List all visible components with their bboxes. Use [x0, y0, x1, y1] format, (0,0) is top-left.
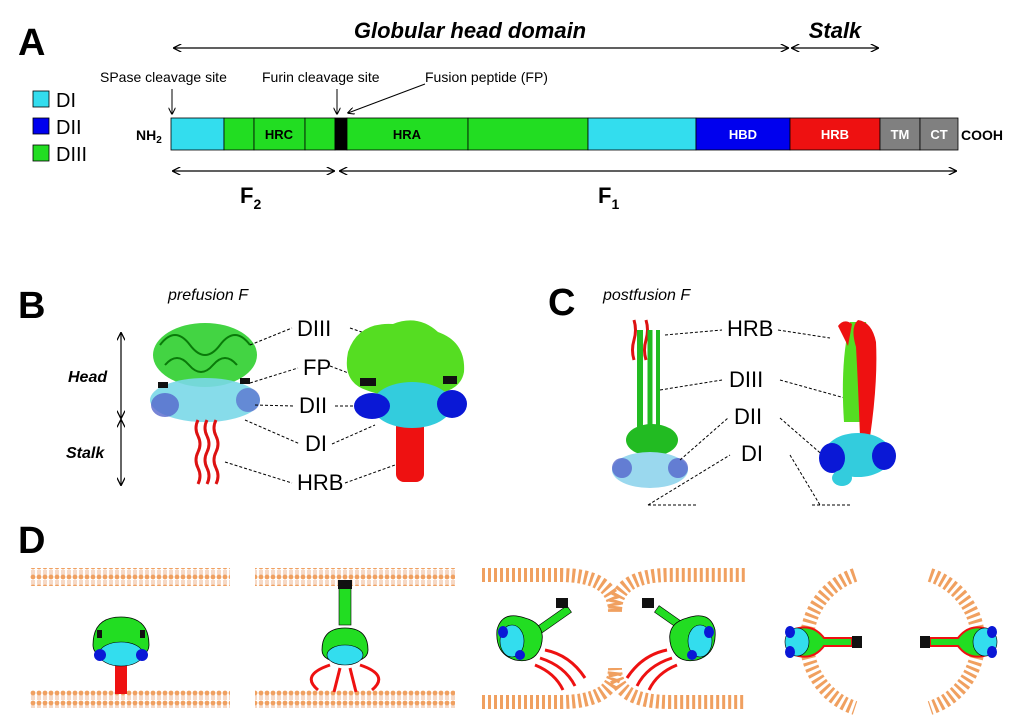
prefusion-label-hrb: HRB: [297, 470, 343, 495]
segment-label-hrc: HRC: [265, 127, 294, 142]
f1-label: F1: [598, 183, 619, 212]
fusion-step-postfusion: [784, 626, 998, 658]
segment-label-ct: CT: [930, 127, 947, 142]
membranes: [30, 568, 986, 715]
postfusion-label-hrb: HRB: [727, 316, 773, 341]
postfusion-title: postfusion F: [602, 287, 691, 304]
f2-label: F2: [240, 183, 261, 212]
cooh-terminus-label: COOH: [961, 127, 1003, 143]
domain-legend: DI DII DIII: [32, 90, 87, 166]
fusion-step-prehairpin: [309, 580, 381, 693]
panel-label-a: A: [18, 22, 45, 64]
panel-label-d: D: [18, 520, 45, 562]
legend-label-dii: DII: [56, 117, 82, 139]
stalk-label: Stalk: [809, 18, 863, 43]
legend-swatch-di: [32, 90, 50, 108]
legend-swatch-dii: [32, 117, 50, 135]
bar-segment-fp: [334, 117, 348, 151]
nh2-terminus-label: NH2: [136, 127, 162, 146]
stalk-side-label: Stalk: [66, 445, 105, 462]
bar-segment-1: [170, 117, 225, 151]
prefusion-ribbon-structure: [150, 323, 260, 485]
postfusion-surface-structure: [819, 320, 896, 486]
bar-segment-hra: [346, 117, 469, 151]
globular-head-label: Globular head domain: [354, 18, 586, 43]
panel-label-c: C: [548, 282, 575, 324]
postfusion-label-di: DI: [741, 441, 763, 466]
domain-bar: HRC HRA HBD HRB TM CT: [170, 117, 959, 151]
bar-segment-4: [304, 117, 336, 151]
spase-site-label: SPase cleavage site: [100, 69, 227, 85]
segment-label-tm: TM: [891, 127, 910, 142]
prefusion-surface-structure: [346, 320, 467, 482]
segment-label-hrb: HRB: [821, 127, 849, 142]
bar-segment-2: [223, 117, 255, 151]
fusion-step-hairpin: [496, 598, 716, 691]
legend-swatch-diii: [32, 144, 50, 162]
furin-site-label: Furin cleavage site: [262, 69, 380, 85]
postfusion-label-diii: DIII: [729, 367, 763, 392]
bar-segment-hrc: [253, 117, 306, 151]
bar-segment-hbd: [695, 117, 791, 151]
fusion-peptide-label: Fusion peptide (FP): [425, 69, 548, 85]
prefusion-label-di: DI: [305, 431, 327, 456]
fusion-step-prefusion: [92, 616, 150, 694]
prefusion-label-fp: FP: [303, 355, 331, 380]
segment-label-hbd: HBD: [729, 127, 757, 142]
fusion-peptide-arrow: [348, 83, 426, 113]
prefusion-title: prefusion F: [167, 287, 249, 304]
postfusion-leader-lines: [647, 329, 853, 506]
postfusion-ribbon-structure: [612, 319, 688, 488]
head-side-label: Head: [68, 369, 108, 386]
bar-segment-8: [587, 117, 697, 151]
legend-label-di: DI: [56, 90, 76, 112]
bar-segment-hrb: [789, 117, 881, 151]
postfusion-label-dii: DII: [734, 404, 762, 429]
bar-segment-ct: [919, 117, 959, 151]
prefusion-label-dii: DII: [299, 393, 327, 418]
prefusion-leader-lines: [224, 327, 396, 484]
bar-segment-7: [467, 117, 589, 151]
segment-label-hra: HRA: [393, 127, 422, 142]
prefusion-label-diii: DIII: [297, 316, 331, 341]
legend-label-diii: DIII: [56, 144, 87, 166]
panel-label-b: B: [18, 285, 45, 327]
